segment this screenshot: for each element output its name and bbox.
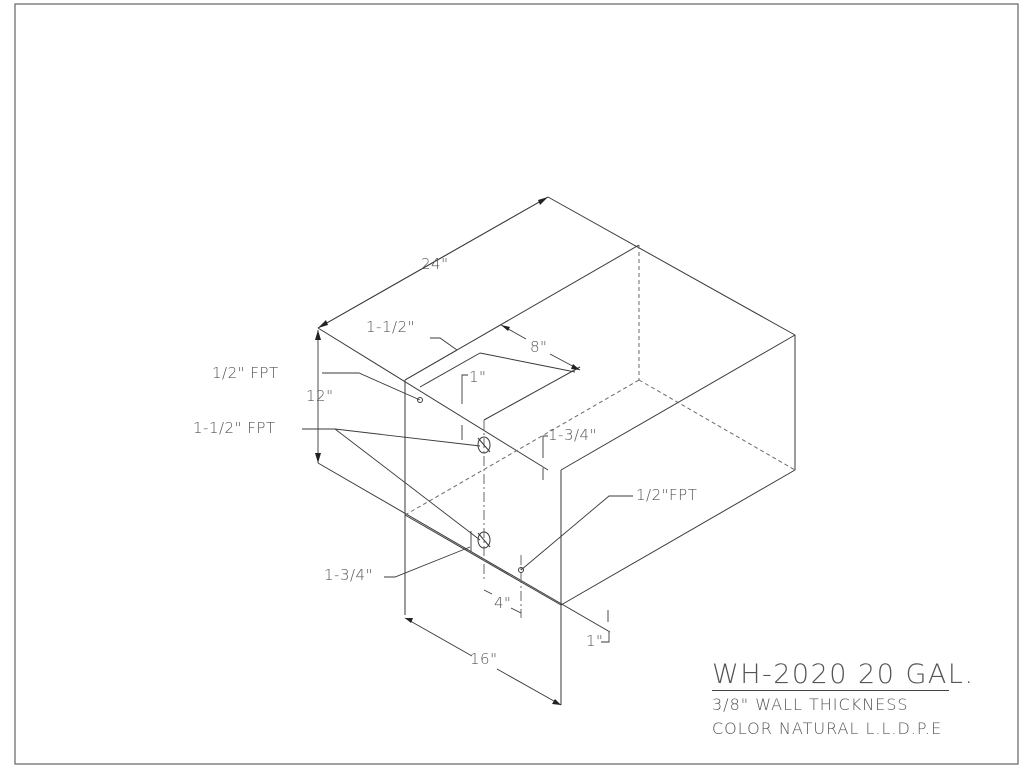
dim-height: 12" <box>306 387 334 405</box>
dim-bottom-fitting-rise: 1" <box>586 632 604 650</box>
fittings <box>417 397 524 573</box>
hidden-lines <box>404 245 796 618</box>
dim-width: 16" <box>470 650 498 668</box>
leader-top-fitting <box>322 372 421 401</box>
drawing-title: WH-2020 20 GAL. <box>712 659 975 690</box>
large-fitting-upper <box>477 436 491 454</box>
side-fitting-symbol <box>518 567 524 573</box>
dim-right-fitting-drop: 1-3/4" <box>548 426 597 444</box>
callout-large-fittings: 1-1/2" FPT <box>193 419 276 437</box>
dimension-lines <box>302 196 633 706</box>
large-fitting-lower <box>477 531 491 549</box>
leader-large-fitting-lower <box>334 428 481 541</box>
callout-top-fitting: 1/2" FPT <box>212 364 279 382</box>
leader-large-fitting-upper <box>302 428 481 447</box>
dim-upper-fitting-drop: 1" <box>469 368 487 386</box>
drawing-frame <box>14 3 1019 765</box>
note-material: COLOR NATURAL L.L.D.P.E <box>712 719 943 738</box>
dim-length: 24" <box>421 255 449 273</box>
dim-fitting-spacing: 4" <box>494 594 512 612</box>
leader-side-fitting <box>520 495 633 571</box>
tank-outline <box>317 196 796 705</box>
callout-side-fitting: 1/2"FPT <box>636 486 698 504</box>
title-underline <box>712 690 949 691</box>
dim-lower-fitting-rise: 1-3/4" <box>324 566 373 584</box>
note-wall-thickness: 3/8" WALL THICKNESS <box>712 695 909 714</box>
dim-step-offset: 1-1/2" <box>366 318 415 336</box>
top-fitting-symbol <box>417 397 423 403</box>
dim-step-depth: 8" <box>530 338 548 356</box>
